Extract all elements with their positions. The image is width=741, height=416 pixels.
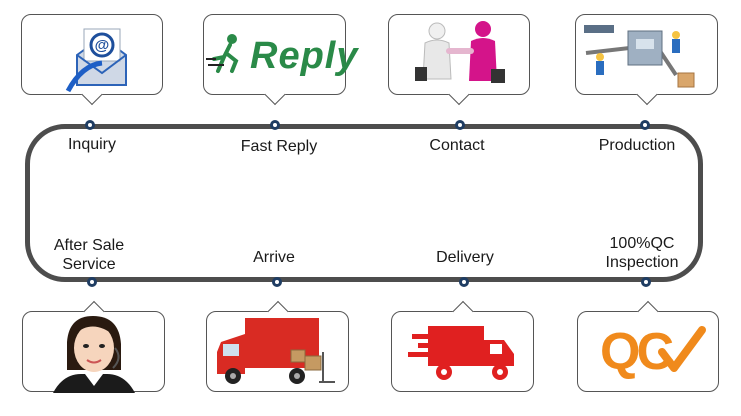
reply-logo-text: Reply	[250, 35, 359, 77]
step-label-production: Production	[598, 137, 676, 154]
bubble-production	[575, 14, 718, 106]
node-dot-arrive	[272, 277, 282, 287]
step-label-fast-reply: Fast Reply	[240, 138, 318, 155]
node-dot-delivery	[459, 277, 469, 287]
step-label-qc: 100%QC Inspection	[605, 235, 679, 271]
handshake-icon	[415, 21, 505, 83]
step-label-inquiry: Inquiry	[67, 136, 117, 153]
bubble-contact	[388, 14, 530, 106]
node-dot-inquiry	[85, 120, 95, 130]
svg-text:@: @	[95, 37, 110, 54]
step-label-delivery: Delivery	[436, 249, 494, 266]
cargo-truck-icon	[217, 318, 335, 384]
bubble-inquiry: @	[21, 14, 163, 106]
step-label-after-sale: After Sale Service	[53, 237, 125, 273]
process-loop	[25, 124, 703, 282]
bubble-arrive	[206, 300, 349, 392]
bubble-fast-reply: Reply	[203, 14, 357, 106]
bubble-qc: QC	[577, 300, 719, 392]
node-dot-contact	[455, 120, 465, 130]
bubble-after-sale	[22, 300, 165, 393]
step-label-arrive: Arrive	[253, 249, 295, 266]
email-icon: @	[65, 28, 127, 93]
node-dot-qc	[641, 277, 651, 287]
production-line-icon	[584, 25, 695, 88]
step-label-contact: Contact	[429, 137, 485, 154]
support-agent-icon	[53, 316, 135, 393]
fast-delivery-truck-icon	[408, 326, 514, 380]
node-dot-fast-reply	[270, 120, 280, 130]
reply-logo-icon	[206, 34, 239, 73]
bubble-delivery	[391, 300, 534, 392]
node-dot-production	[640, 120, 650, 130]
checkmark-icon	[658, 326, 706, 372]
node-dot-after-sale	[87, 277, 97, 287]
